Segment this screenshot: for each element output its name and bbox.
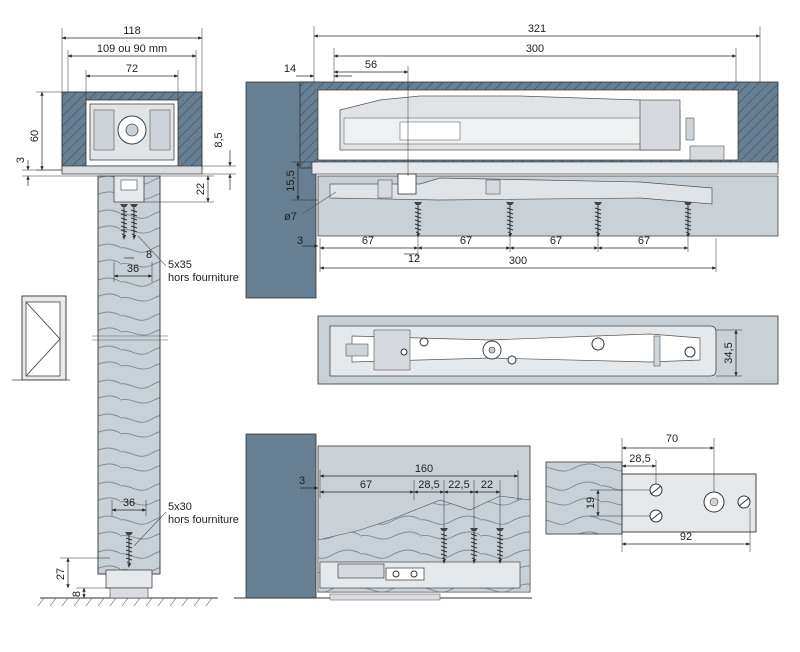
bottom-guide	[105, 569, 153, 589]
link-arm	[329, 177, 713, 205]
screw-top-spec: 5x35	[168, 259, 192, 271]
dim-22: 22	[195, 183, 207, 195]
dim-22-bottom: 22	[481, 479, 493, 491]
dim-70: 70	[666, 433, 678, 445]
dim-8-5: 8,5	[213, 132, 225, 147]
dim-67-bottom: 67	[360, 479, 372, 491]
dim-300-bottom: 300	[509, 255, 527, 267]
dim-92: 92	[680, 531, 692, 543]
dim-diameter: ø7	[284, 211, 297, 223]
section-view: 118 109 ou 90 mm 72 60 3 8,5 22 8 36	[15, 25, 239, 607]
plate-view: 70 28,5 19 92	[545, 433, 757, 552]
dim-8-floor: 8	[71, 591, 83, 597]
screw-top-note: hors fourniture	[168, 272, 239, 284]
plan-view: 34,5	[317, 315, 779, 385]
dim-3-elev: 3	[297, 235, 303, 247]
dim-60: 60	[29, 130, 41, 142]
dim-15-5: 15,5	[285, 170, 297, 191]
dim-14: 14	[284, 63, 296, 75]
dim-36-top: 36	[127, 263, 139, 275]
bottom-view: 3 160 67 28,5 22,5 22	[234, 433, 532, 601]
door-elevation-icon	[12, 295, 70, 381]
spacing-1: 67	[362, 235, 374, 247]
dim-27: 27	[55, 568, 67, 580]
screw-bottom-spec: 5x30	[168, 501, 192, 513]
spacing-4: 67	[638, 235, 650, 247]
plate-wall	[545, 461, 623, 535]
dim-118: 118	[123, 25, 141, 37]
dim-56: 56	[365, 59, 377, 71]
dim-12: 12	[408, 253, 420, 265]
elevation-view: 321 300 14 56 15,5 ø7 3 67 67 67 67	[245, 23, 779, 299]
dim-160: 160	[415, 463, 433, 475]
dim-109: 109 ou 90 mm	[97, 43, 167, 55]
dim-3-bottom: 3	[299, 475, 305, 487]
dim-3: 3	[15, 157, 27, 163]
wall-block-bottom	[245, 433, 317, 599]
spacing-3: 67	[550, 235, 562, 247]
door-section	[97, 175, 161, 575]
dim-72: 72	[126, 63, 138, 75]
screw-bottom-note: hors fourniture	[168, 514, 239, 526]
dim-36-bottom: 36	[123, 497, 135, 509]
dim-28-5-plate: 28,5	[629, 453, 650, 465]
guide-plate	[621, 473, 757, 533]
dim-19: 19	[585, 497, 597, 509]
dim-22-5: 22,5	[448, 479, 469, 491]
dim-8: 8	[146, 249, 152, 261]
dim-28-5-bottom: 28,5	[418, 479, 439, 491]
floor-guide-arm	[337, 563, 385, 579]
dim-321: 321	[528, 23, 546, 35]
dim-300-top: 300	[526, 43, 544, 55]
dim-34-5: 34,5	[723, 342, 735, 363]
spacing-2: 67	[460, 235, 472, 247]
